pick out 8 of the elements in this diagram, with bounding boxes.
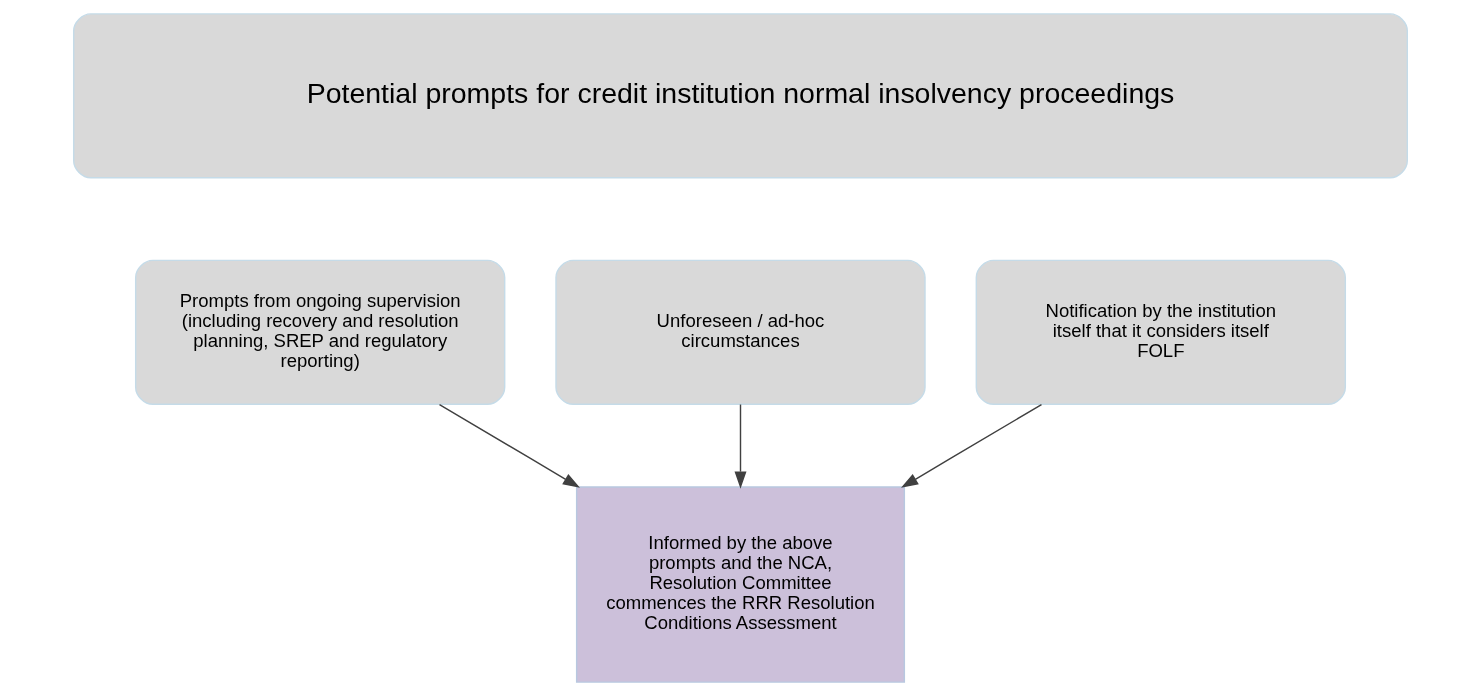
node-box: Potential prompts for credit institution normal insolvency proceedings <box>72 13 1408 179</box>
node-box: Unforeseen / ad-hoc circumstances <box>554 259 926 405</box>
arrow <box>900 403 1042 488</box>
node-box: Informed by the above prompts and the NCA, Resolution Committee commences the RRR Resolution Conditions Assessment <box>575 486 905 683</box>
node-box: Notification by the institution itself that it considers itself FOLF <box>975 259 1346 405</box>
node-box: Prompts from ongoing supervision (including recovery and resolution planning, SREP and regulatory reporting) <box>134 259 505 405</box>
arrow <box>734 403 746 489</box>
arrow <box>438 403 580 488</box>
